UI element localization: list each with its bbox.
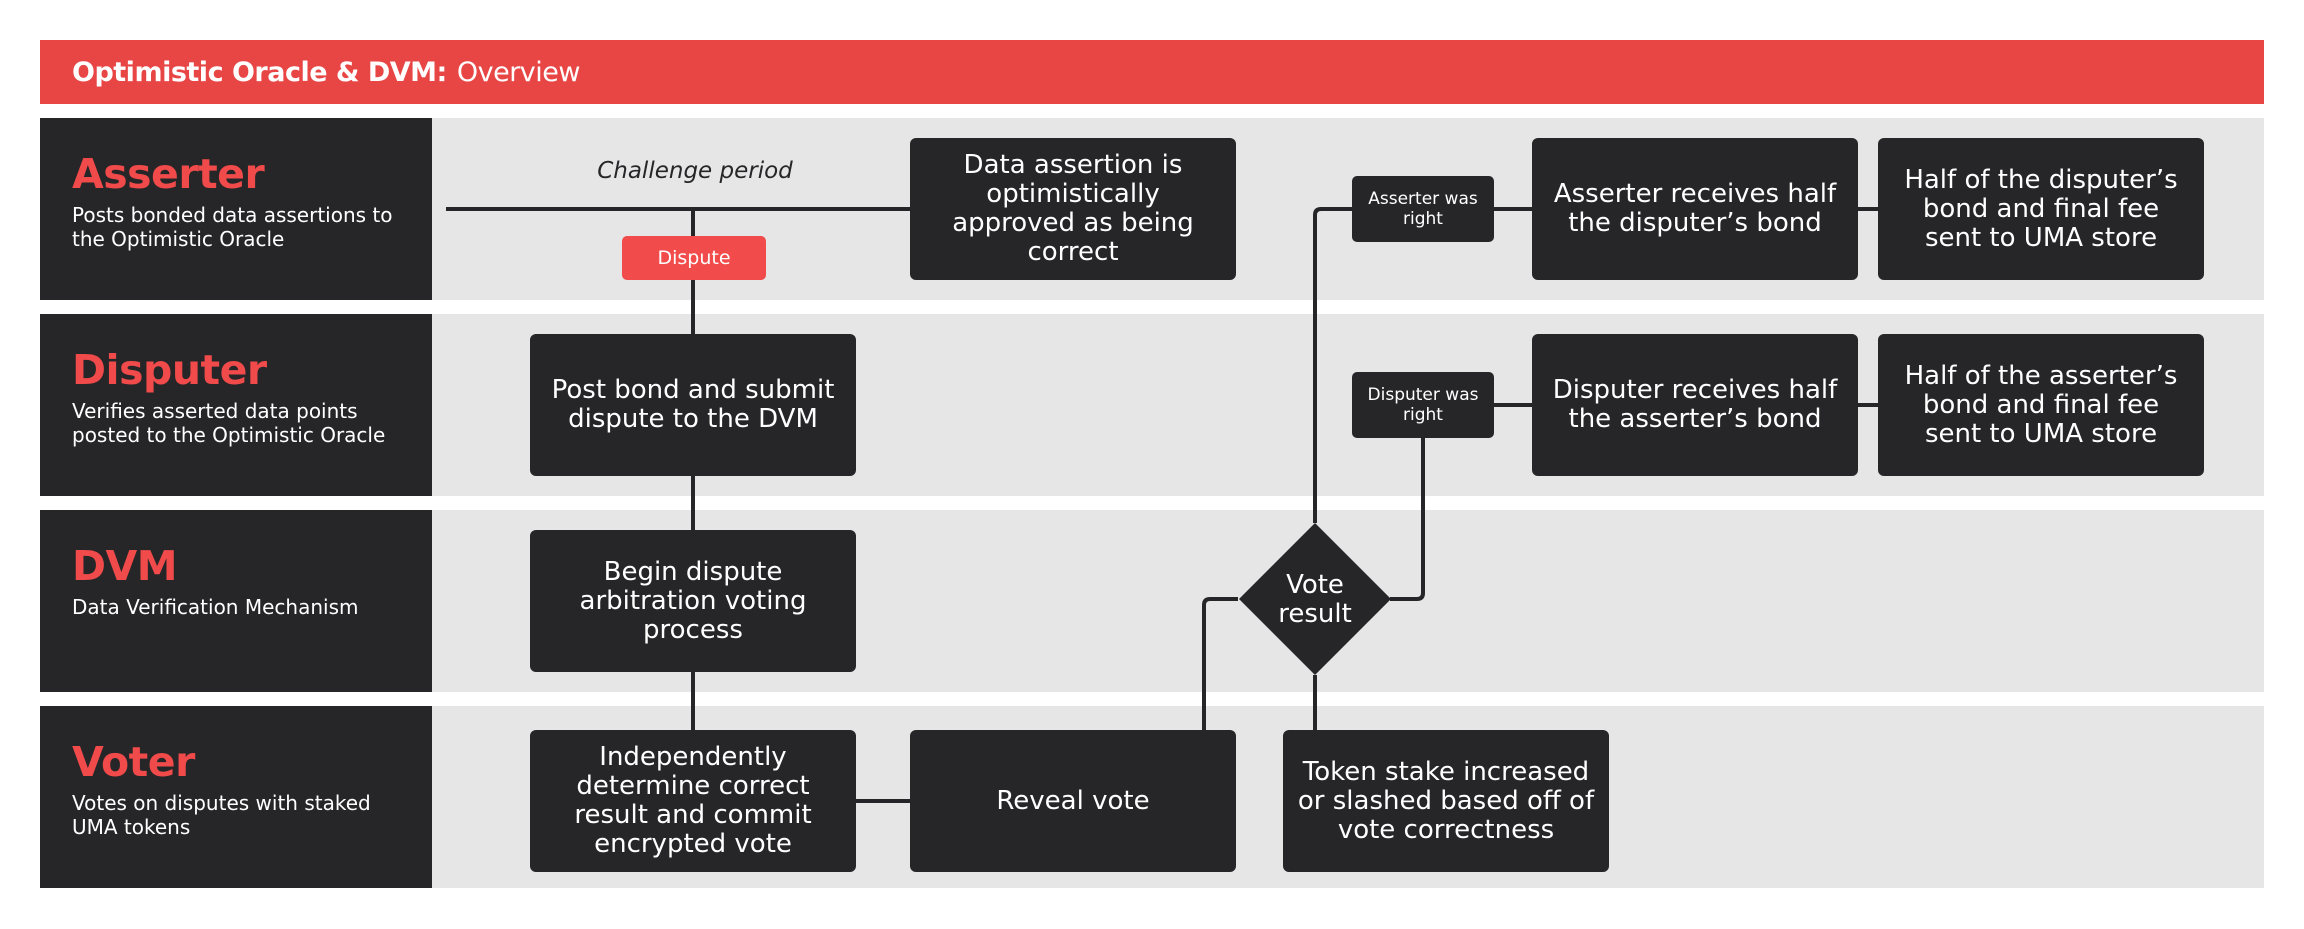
asserter-right-box: Asserter was right: [1352, 176, 1494, 242]
independently-box: Independently determine correct result a…: [530, 730, 856, 872]
lane-title: DVM: [72, 542, 178, 590]
lane-label-dvm: DVM Data Verification Mechanism: [40, 510, 432, 692]
post-bond-box: Post bond and submit dispute to the DVM: [530, 334, 856, 476]
lane-label-disputer: Disputer Verifies asserted data points p…: [40, 314, 432, 496]
header-title-bold: Optimistic Oracle & DVM:: [72, 56, 447, 88]
lane-title: Voter: [72, 738, 195, 786]
header-title-light: Overview: [456, 56, 581, 88]
begin-dispute-box: Begin dispute arbitration voting process: [530, 530, 856, 672]
half-asserter-bond-box: Half of the asserter’s bond and final fe…: [1878, 334, 2204, 476]
diagram-header: Optimistic Oracle & DVM: Overview: [40, 40, 2264, 104]
lane-description: Votes on disputes with staked UMA tokens: [72, 791, 371, 839]
lane-description: Verifies asserted data points posted to …: [72, 399, 386, 447]
challenge-period-label: Challenge period: [597, 158, 793, 184]
lane-label-asserter: Asserter Posts bonded data assertions to…: [40, 118, 432, 300]
reveal-to-vote-line: [1202, 597, 1238, 730]
dispute-badge: Dispute: [622, 236, 766, 280]
vote-result-label: Vote result: [1278, 570, 1352, 629]
asserter-receives-box: Asserter receives half the disputer’s bo…: [1532, 138, 1858, 280]
vote-to-asserter-right-line: [1313, 207, 1352, 523]
lane-label-voter: Voter Votes on disputes with staked UMA …: [40, 706, 432, 888]
lane-dvm: DVM Data Verification Mechanism: [40, 510, 2264, 692]
vote-result-diamond: [1239, 523, 1391, 675]
lane-description: Data Verification Mechanism: [72, 595, 359, 619]
disputer-receives-box: Disputer receives half the asserter’s bo…: [1532, 334, 1858, 476]
token-stake-box: Token stake increased or slashed based o…: [1283, 730, 1609, 872]
disputer-right-box: Disputer was right: [1352, 372, 1494, 438]
lane-description: Posts bonded data assertions to the Opti…: [72, 203, 393, 251]
data-assertion-box: Data assertion is optimistically approve…: [910, 138, 1236, 280]
half-disputer-bond-box: Half of the disputer’s bond and final fe…: [1878, 138, 2204, 280]
lane-title: Disputer: [72, 346, 267, 394]
vote-to-disputer-right-line: [1390, 436, 1425, 601]
reveal-vote-box: Reveal vote: [910, 730, 1236, 872]
lane-title: Asserter: [72, 150, 265, 198]
